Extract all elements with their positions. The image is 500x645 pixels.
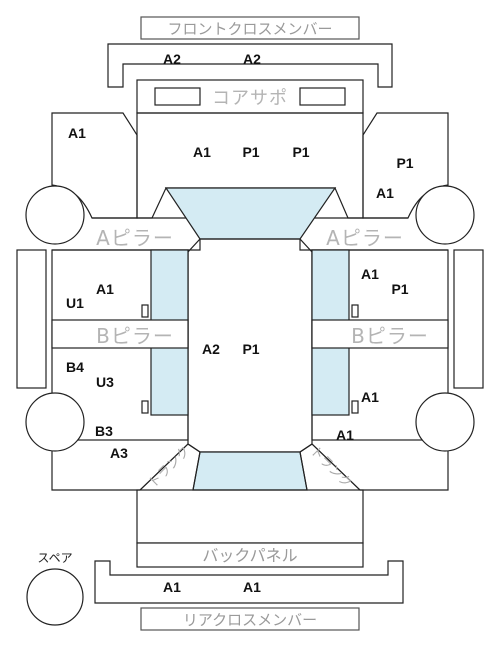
back-panel-box: [136, 542, 364, 568]
code-rear-a1-right: A1: [243, 579, 261, 595]
rear-left-wheel: [25, 392, 85, 452]
left-front-door-handle: [141, 304, 149, 318]
back-panel-label: バックパネル: [202, 546, 297, 565]
code-right-rear-a1: A1: [361, 389, 379, 405]
front-left-wheel: [25, 185, 85, 245]
spare-tire: [26, 568, 84, 626]
code-left-quarter-a3: A3: [110, 445, 128, 461]
rear-cross-member-box: [140, 607, 360, 631]
trunk-right-wedge: [299, 443, 361, 491]
code-left-door-a1: A1: [96, 281, 114, 297]
code-right-quarter-a1: A1: [336, 427, 354, 443]
code-center-p1: P1: [242, 341, 259, 357]
code-right-door-a1: A1: [361, 266, 379, 282]
code-cowl-p1-right: P1: [292, 144, 309, 160]
code-front-right-a1: A1: [376, 185, 394, 201]
code-front-left-a1: A1: [68, 125, 86, 141]
rear-cross-member-label: リアクロスメンバー: [183, 611, 317, 629]
code-front-right-p1: P1: [396, 155, 413, 171]
code-cowl-a1: A1: [193, 144, 211, 160]
front-cross-member-label: フロントクロスメンバー: [167, 20, 332, 38]
code-center-a2: A2: [202, 341, 220, 357]
b-pillar-left-label: Bピラー: [96, 324, 174, 348]
a-pillar-right-label: Aピラー: [326, 226, 404, 250]
left-b-pillar-band: [51, 319, 189, 349]
code-rear-a1-left: A1: [163, 579, 181, 595]
right-front-door-handle: [351, 304, 359, 318]
left-rear-door-handle: [141, 400, 149, 414]
right-rear-door-handle: [351, 400, 359, 414]
trunk-left-label: トランク: [146, 444, 193, 491]
code-cowl-p1-left: P1: [242, 144, 259, 160]
front-bumper-outline: [107, 43, 393, 88]
trunk-right-label: トランク: [307, 444, 354, 491]
code-front-a2-left: A2: [163, 51, 181, 67]
rear-bumper-outline: [94, 560, 404, 604]
b-pillar-right-label: Bピラー: [351, 324, 429, 348]
windshield: [164, 187, 337, 240]
spare-label: スペア: [37, 551, 72, 565]
left-headlight: [154, 87, 201, 106]
front-right-wheel: [415, 185, 475, 245]
code-left-rear-b4: B4: [66, 359, 84, 375]
right-b-pillar-band: [311, 319, 449, 349]
code-left-quarter-b3: B3: [95, 423, 113, 439]
trunk-lid: [136, 489, 364, 544]
right-headlight: [299, 87, 346, 106]
left-side-sill: [16, 249, 47, 389]
a-pillar-left-label: Aピラー: [96, 226, 174, 250]
rear-right-wheel: [415, 392, 475, 452]
right-side-sill: [453, 249, 484, 389]
front-cross-member-box: [140, 16, 360, 40]
trunk-left-wedge: [139, 443, 201, 491]
code-front-a2-right: A2: [243, 51, 261, 67]
rear-window: [192, 451, 308, 491]
code-left-rear-u3: U3: [96, 374, 114, 390]
code-right-door-p1: P1: [391, 281, 408, 297]
code-left-door-u1: U1: [66, 295, 84, 311]
core-support-label: コアサポ: [212, 88, 288, 109]
